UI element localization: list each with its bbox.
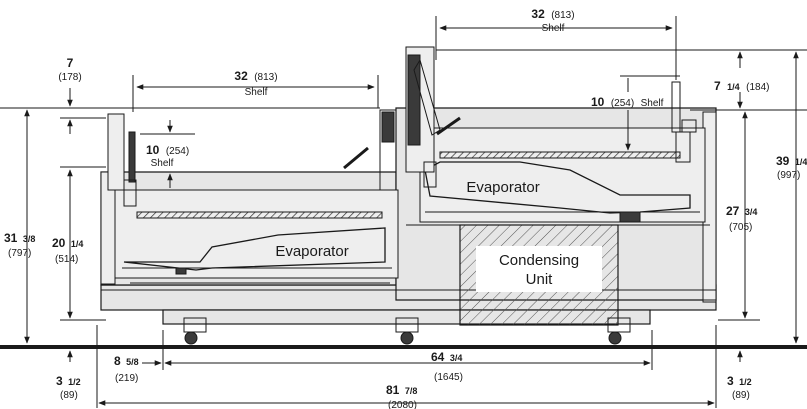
dim-right-inner-height-mm: (705): [729, 222, 752, 233]
dim-left-inner-height-mm: (514): [55, 254, 78, 265]
dim-right-floor-mm: (89): [732, 390, 750, 401]
dim-left-offset: 8 5/8: [114, 352, 139, 369]
dim-right-inner-height: 27 3/4: [726, 202, 757, 219]
right-shelf: [439, 151, 681, 159]
dim-overall-width: 81 7/8: [386, 381, 417, 398]
dim-right-floor: 3 1/2: [727, 372, 752, 389]
dim-left-upper: 7: [67, 56, 74, 70]
right-front-glass: [405, 46, 697, 188]
dimension-lines: [0, 16, 807, 408]
dim-left-floor-mm: (89): [60, 390, 78, 401]
handles: [343, 116, 461, 170]
dim-left-shelf-depth-word: Shelf: [151, 158, 174, 169]
dim-caster-span: 64 3/4: [431, 348, 462, 365]
dim-left-height: 31 3/8: [4, 229, 35, 246]
left-evaporator: [123, 227, 390, 284]
dim-overall-width-mm: (2080): [388, 400, 417, 409]
dim-left-height-mm: (797): [8, 248, 31, 259]
floor-line: [0, 345, 807, 349]
dim-left-shelf-depth: 10 (254): [146, 141, 189, 158]
dim-left-floor: 3 1/2: [56, 372, 81, 389]
dim-right-height: 39 1/4: [776, 152, 807, 169]
dim-top-right-shelf-word: Shelf: [542, 23, 565, 34]
dim-top-right-shelf: 32 (813): [531, 5, 574, 22]
dim-left-inner-height: 20 1/4: [52, 234, 83, 251]
dim-top-left-shelf: 32 (813): [234, 67, 277, 84]
left-evaporator-label: Evaporator: [275, 243, 348, 260]
condensing-unit-label-1: Condensing: [499, 252, 579, 269]
dim-right-upper: 7 1/4 (184): [714, 77, 769, 94]
dim-caster-span-mm: (1645): [434, 372, 463, 383]
dim-top-left-shelf-word: Shelf: [245, 87, 268, 98]
left-front-glass: [107, 109, 397, 207]
dim-left-upper-mm: (178): [58, 72, 81, 83]
dim-right-shelf-depth: 10 (254) Shelf: [591, 93, 664, 110]
casters: [183, 317, 631, 345]
right-evaporator: [424, 161, 691, 223]
condensing-unit-label-2: Unit: [526, 271, 554, 288]
dim-left-offset-mm: (219): [115, 373, 138, 384]
right-evaporator-label: Evaporator: [466, 179, 539, 196]
dim-right-height-mm: (997): [777, 170, 800, 181]
left-shelf: [136, 211, 383, 219]
